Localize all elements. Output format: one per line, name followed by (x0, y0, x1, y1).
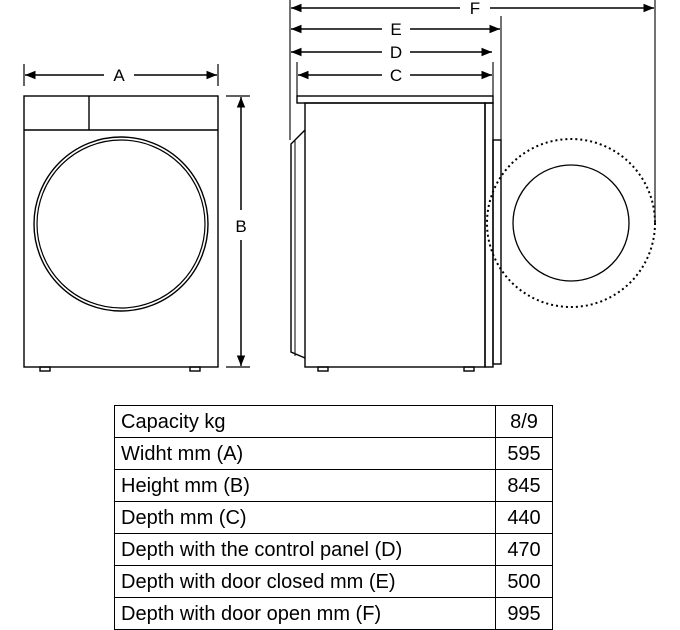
side-door-closed (484, 102, 494, 368)
side-foot-right (463, 366, 475, 372)
front-body (23, 95, 219, 368)
dimension-f: F (291, 0, 654, 18)
row-label: Depth with door closed mm (E) (114, 565, 496, 598)
dimension-a: A (23, 64, 219, 86)
label-b: B (235, 217, 246, 236)
spec-table: Capacity kg 8/9 Widht mm (A) 595 Height … (114, 405, 553, 630)
row-label: Widht mm (A) (114, 437, 496, 470)
row-value: 470 (495, 533, 553, 566)
label-a: A (113, 66, 125, 85)
table-row: Depth with the control panel (D) 470 (114, 533, 553, 566)
label-c: C (390, 66, 402, 85)
row-value: 995 (495, 597, 553, 630)
front-door-inner (36, 139, 206, 309)
open-door-glass (512, 164, 630, 282)
row-label: Depth with door open mm (F) (114, 597, 496, 630)
front-door-outer (33, 136, 209, 312)
table-row: Depth with door closed mm (E) 500 (114, 565, 553, 598)
front-foot-right (189, 366, 201, 372)
row-value: 500 (495, 565, 553, 598)
dimension-b: B (226, 95, 250, 368)
side-control-panel (290, 129, 306, 359)
table-row: Widht mm (A) 595 (114, 437, 553, 470)
side-door-edge (492, 139, 502, 365)
row-label: Depth with the control panel (D) (114, 533, 496, 566)
label-f: F (470, 0, 480, 18)
open-door (486, 138, 656, 308)
table-row: Capacity kg 8/9 (114, 405, 553, 438)
side-view (290, 95, 502, 372)
dimension-diagram: A B F E (23, 0, 656, 372)
row-value: 845 (495, 469, 553, 502)
row-value: 8/9 (495, 405, 553, 438)
dimension-d: D (291, 43, 492, 62)
dimension-e: E (291, 20, 500, 39)
row-value: 595 (495, 437, 553, 470)
table-row: Depth with door open mm (F) 995 (114, 597, 553, 630)
dimension-c: C (298, 66, 492, 85)
row-label: Capacity kg (114, 405, 496, 438)
row-label: Height mm (B) (114, 469, 496, 502)
open-door-outline (486, 138, 656, 308)
label-d: D (390, 43, 402, 62)
label-e: E (390, 20, 401, 39)
table-row: Height mm (B) 845 (114, 469, 553, 502)
side-foot-left (317, 366, 329, 372)
front-view (23, 95, 219, 372)
table-row: Depth mm (C) 440 (114, 501, 553, 534)
front-foot-left (39, 366, 51, 372)
row-label: Depth mm (C) (114, 501, 496, 534)
side-top-panel (296, 95, 494, 104)
row-value: 440 (495, 501, 553, 534)
side-body (304, 102, 486, 368)
